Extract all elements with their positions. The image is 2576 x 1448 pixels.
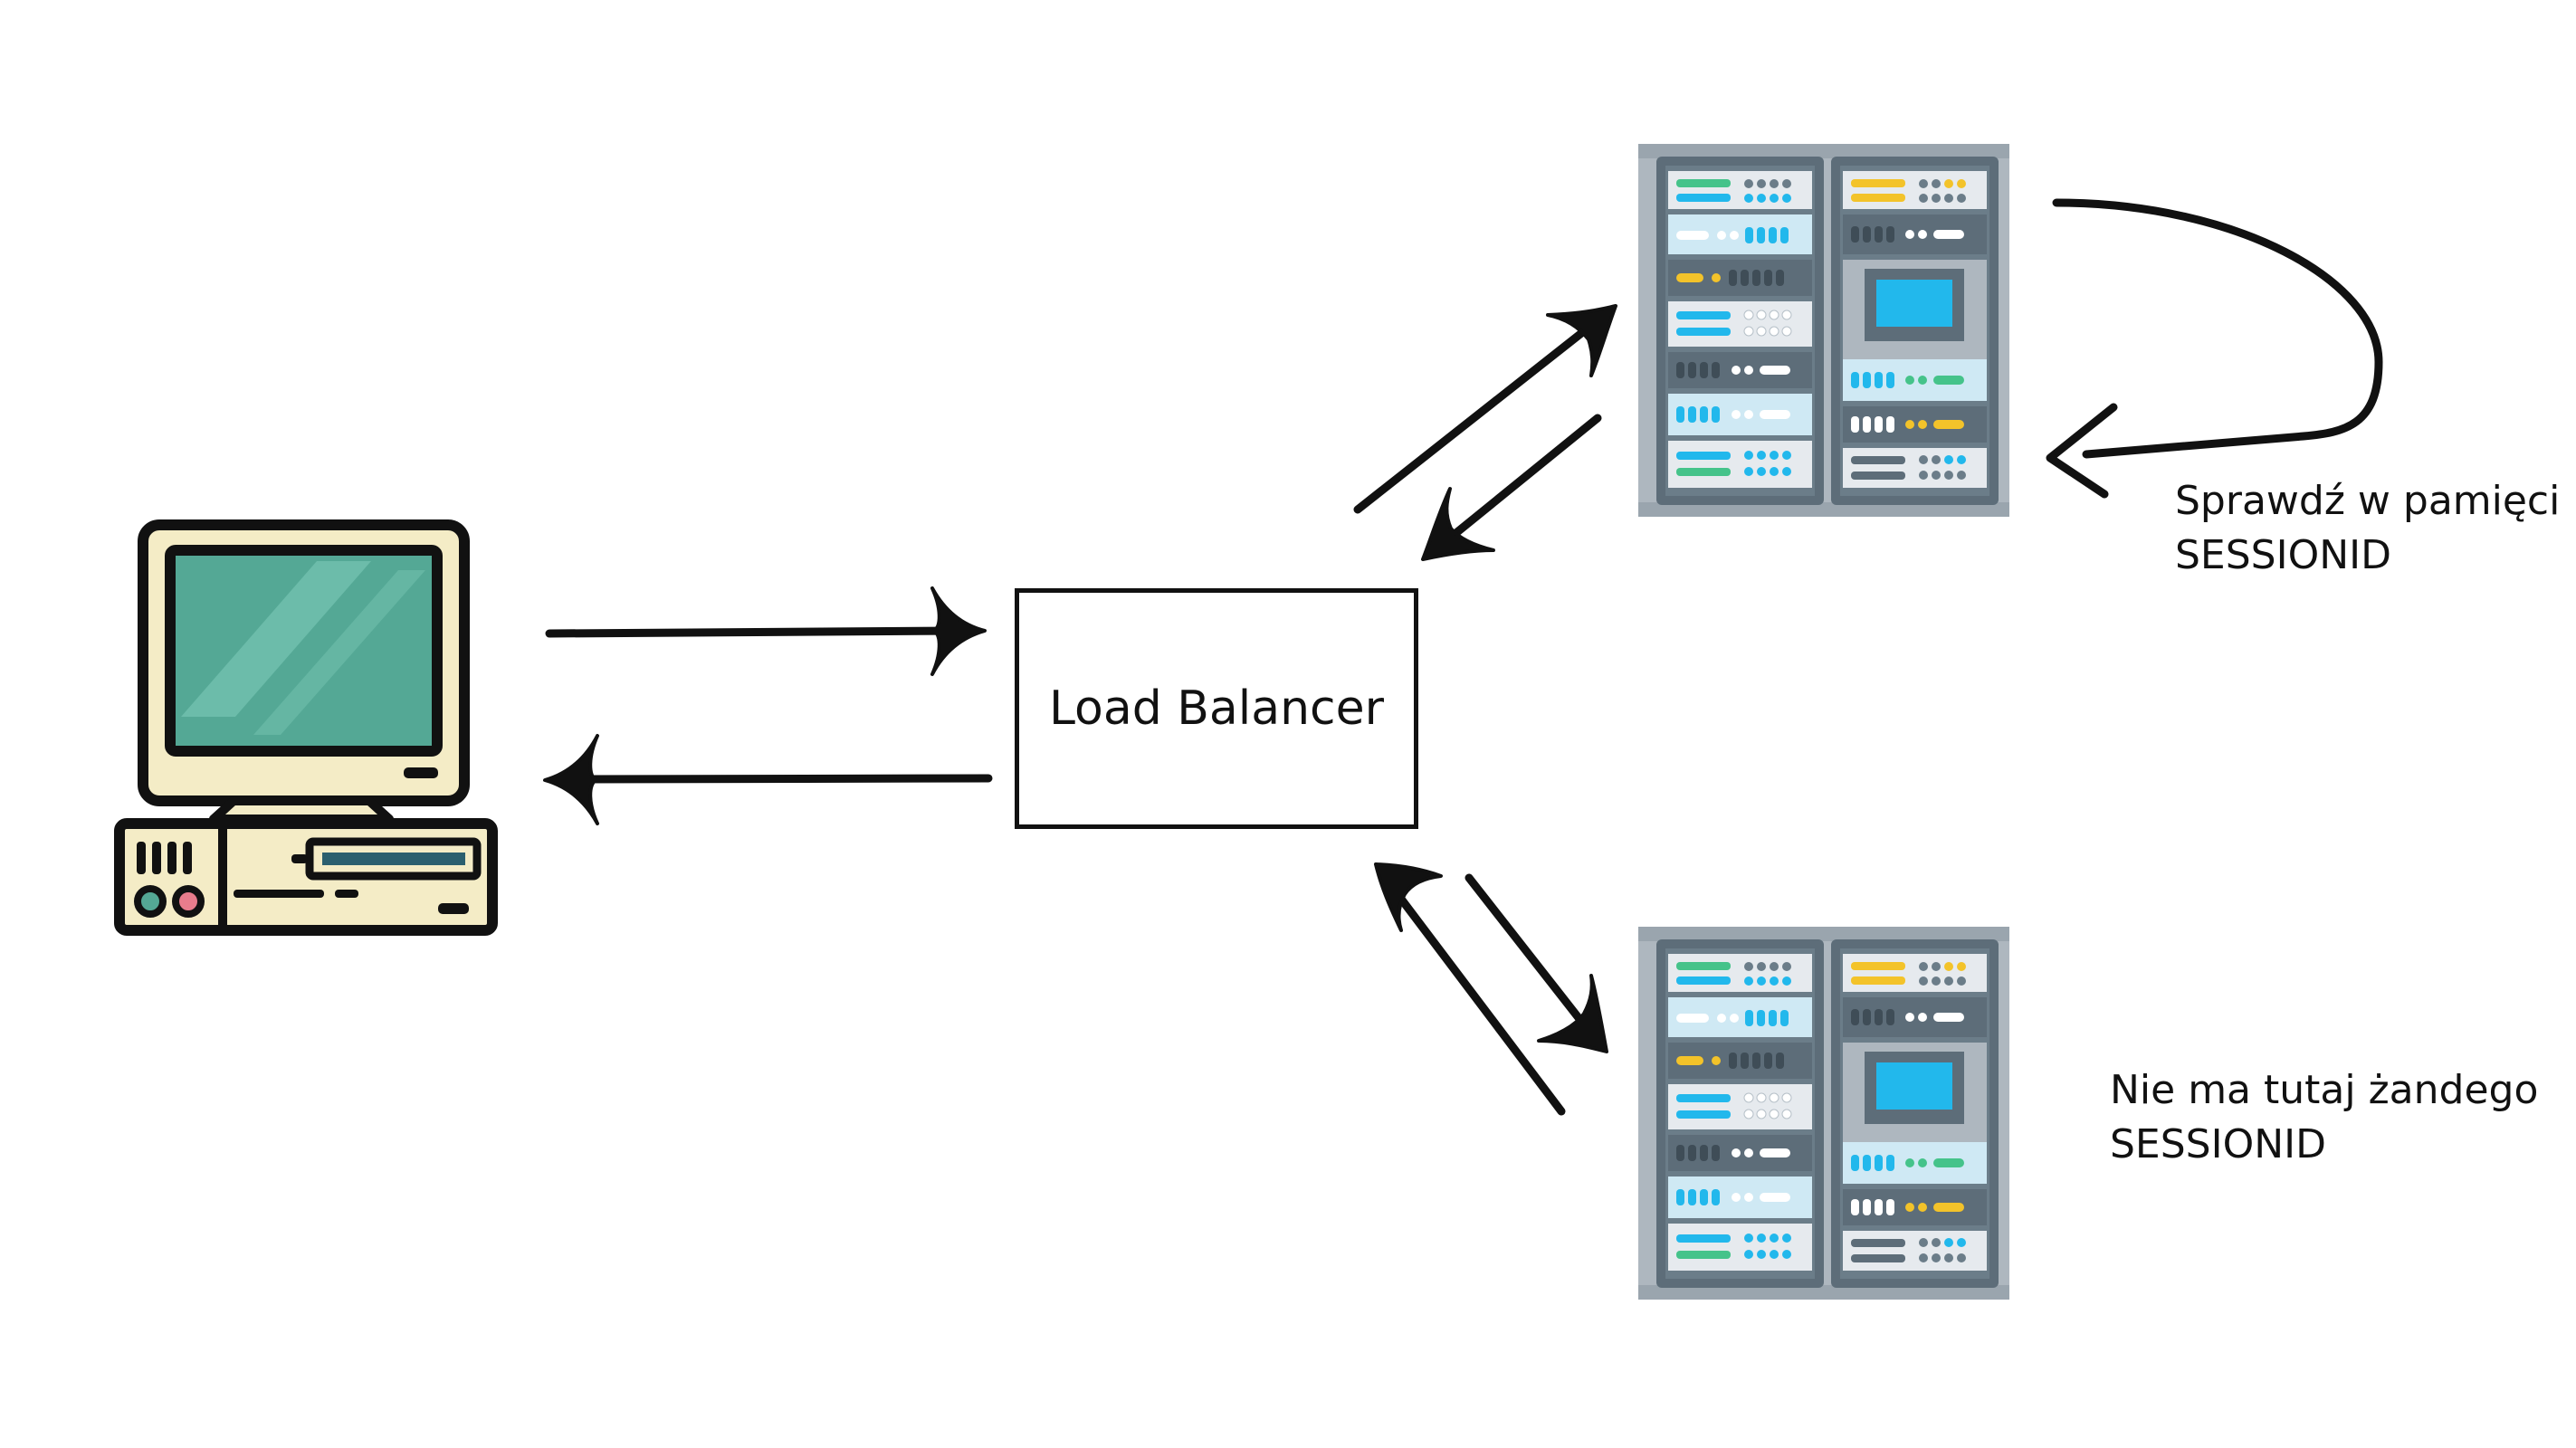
arrow-bottom-server-to-lb [1385,879,1566,1116]
arrowhead-bottom-server-to-lb [1374,862,1443,932]
note-no-session-line1: Nie ma tutaj żandego [2110,1067,2539,1113]
note-check-memory-line2: SESSIONID [2175,532,2391,578]
load-balancer-label: Load Balancer [1048,681,1385,736]
note-no-session-line2: SESSIONID [2110,1121,2326,1167]
arrowhead-check-memory-loop [2046,403,2118,499]
arrowhead-lb-to-top-server [1546,304,1617,377]
note-no-session: Nie ma tutaj żandego SESSIONID [2110,1063,2538,1172]
arrow-client-to-lb [545,626,964,638]
arrow-top-server-to-lb [1444,414,1602,544]
arrowhead-lb-to-bottom-server [1537,974,1608,1053]
note-check-memory: Sprawdź w pamięci SESSIONID [2175,474,2560,583]
arrow-check-memory-loop [2052,198,2383,459]
arrowhead-lb-to-client [543,734,599,825]
arrow-lb-to-client [575,774,993,784]
note-check-memory-line1: Sprawdź w pamięci [2175,478,2561,524]
server-rack-icon-top [1637,143,2010,518]
arrow-lb-to-top-server [1353,319,1598,514]
server-rack-icon-bottom [1637,926,2010,1300]
arrowhead-top-server-to-lb [1421,487,1495,561]
load-balancer-box: Load Balancer [1015,588,1418,829]
arrow-lb-to-bottom-server [1465,873,1594,1036]
desktop-computer-icon [114,519,498,936]
arrowhead-client-to-lb [930,586,987,676]
